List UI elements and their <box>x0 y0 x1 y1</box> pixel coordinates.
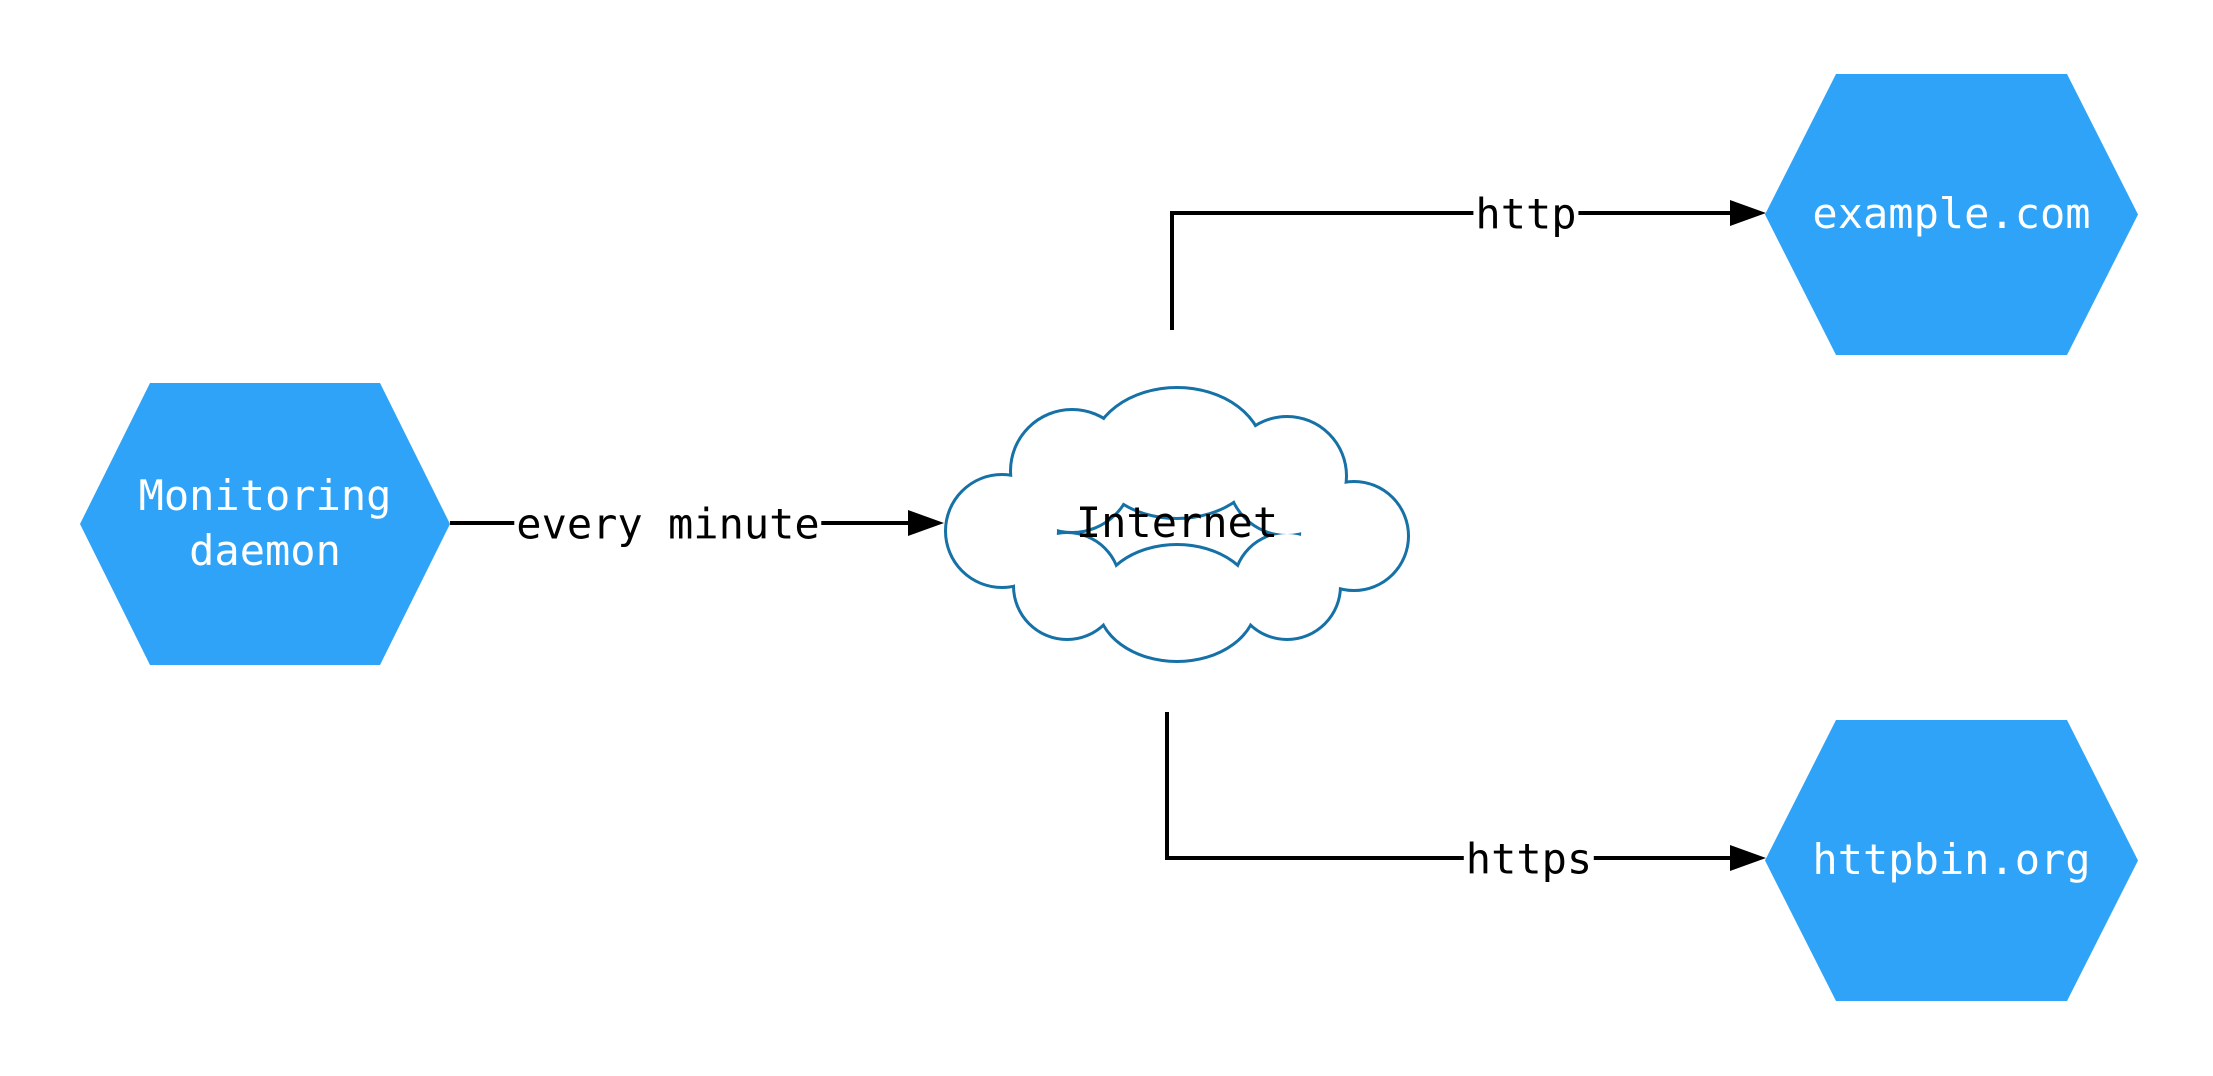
arrowhead-icon <box>908 510 944 536</box>
cloud-body <box>947 389 1407 660</box>
node-internet cloud-icon <box>944 386 1410 663</box>
node-example-com <box>1765 74 2138 355</box>
hexagon-shape <box>1765 74 2138 355</box>
arrowhead-icon <box>1730 845 1766 871</box>
hexagon-shape <box>1765 720 2138 1001</box>
node-monitoring-daemon <box>80 383 450 665</box>
edge-http-label: http <box>1473 189 1579 239</box>
arrowhead-icon <box>1730 200 1766 226</box>
edge-http-line <box>1170 211 1732 330</box>
node-httpbin-org <box>1765 720 2138 1001</box>
edge-https-line <box>1165 712 1732 860</box>
hexagon-shape <box>80 383 450 665</box>
edge-https-label: https <box>1463 834 1595 884</box>
edge-every-minute-label: every minute <box>514 499 822 549</box>
